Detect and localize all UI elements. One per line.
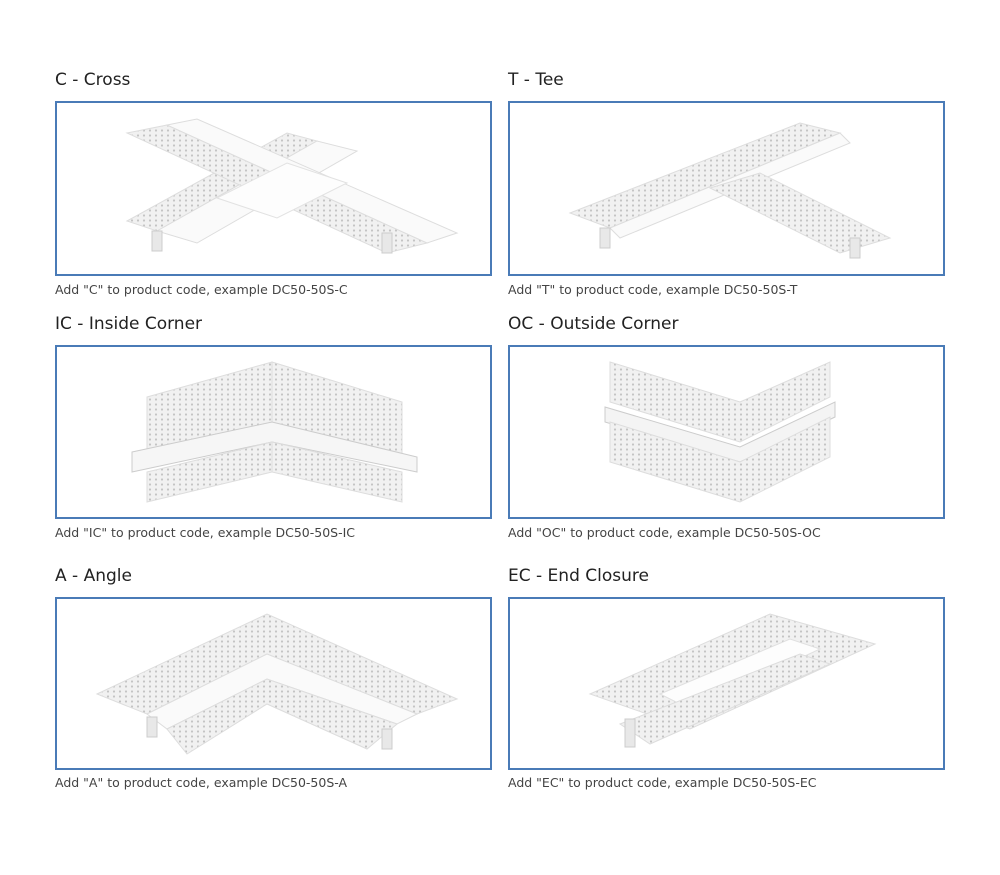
- fitting-title: IC - Inside Corner: [55, 314, 203, 334]
- fitting-caption: Add "T" to product code, example DC50-50…: [508, 282, 798, 297]
- fitting-image-angle: [55, 597, 492, 770]
- fitting-title: A - Angle: [55, 566, 132, 586]
- fitting-title: OC - Outside Corner: [508, 314, 679, 334]
- fitting-title: EC - End Closure: [508, 566, 649, 586]
- fitting-title: T - Tee: [508, 70, 564, 90]
- fitting-caption: Add "IC" to product code, example DC50-5…: [55, 525, 356, 540]
- fitting-caption: Add "A" to product code, example DC50-50…: [55, 775, 348, 790]
- fitting-caption: Add "OC" to product code, example DC50-5…: [508, 525, 821, 540]
- fitting-image-cross: [55, 101, 492, 276]
- fitting-image-inside-corner: [55, 345, 492, 519]
- fitting-caption: Add "EC" to product code, example DC50-5…: [508, 775, 817, 790]
- fitting-image-tee: [508, 101, 945, 276]
- fitting-caption: Add "C" to product code, example DC50-50…: [55, 282, 348, 297]
- fitting-image-outside-corner: [508, 345, 945, 519]
- fitting-title: C - Cross: [55, 70, 131, 90]
- fitting-image-end-closure: [508, 597, 945, 770]
